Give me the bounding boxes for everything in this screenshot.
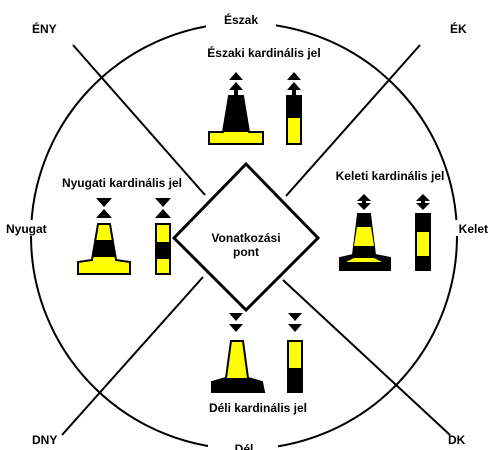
east-buoy-topmark (357, 194, 371, 201)
direction-east: Kelet (459, 222, 488, 236)
north-cardinal-mark (208, 72, 302, 145)
south-buoy-topmark (229, 313, 243, 321)
north-spar-topmark (287, 72, 301, 80)
direction-northeast: ÉK (450, 21, 467, 36)
south-spar-topmark (288, 313, 302, 321)
reference-point-label-line2: pont (233, 245, 259, 259)
direction-west: Nyugat (6, 222, 47, 236)
west-buoy-topmark (96, 198, 112, 207)
direction-southeast: DK (448, 433, 466, 447)
north-mark-title: Északi kardinális jel (207, 45, 320, 60)
east-spar-topmark (416, 194, 430, 201)
diagonal-line-se (282, 279, 451, 436)
east-cardinal-mark (339, 194, 431, 271)
west-spar-topmark (155, 198, 171, 207)
direction-north: Észak (224, 12, 258, 27)
west-cardinal-mark (77, 198, 171, 275)
diagonal-line-sw (61, 276, 204, 436)
north-buoy-topmark (229, 72, 243, 80)
diagonal-line-ne (285, 44, 421, 197)
direction-south: Dél (235, 442, 254, 450)
reference-point-label-line1: Vonatkozási (211, 231, 280, 245)
direction-southwest: DNY (32, 433, 57, 447)
west-mark-title: Nyugati kardinális jel (62, 176, 182, 190)
reference-point-diamond (171, 161, 321, 313)
south-mark-title: Déli kardinális jel (209, 401, 307, 415)
direction-northwest: ÉNY (32, 21, 57, 36)
diagonal-line-nw (72, 44, 206, 196)
south-cardinal-mark (211, 313, 303, 393)
east-mark-title: Keleti kardinális jel (336, 169, 445, 183)
